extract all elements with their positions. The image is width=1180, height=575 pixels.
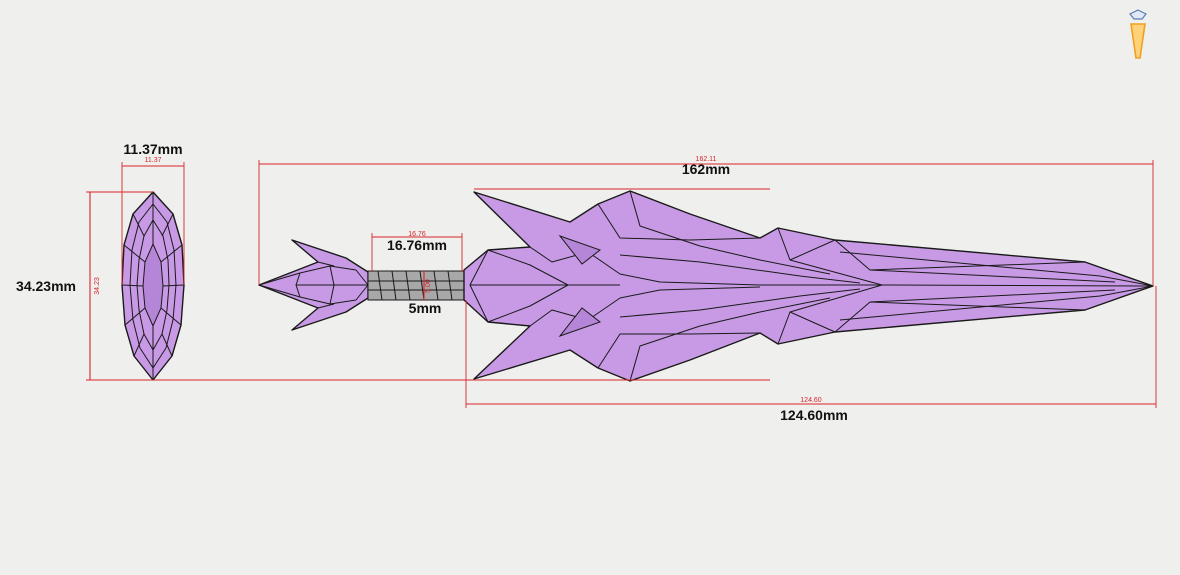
shaft-length-label: 16.76mm xyxy=(387,237,447,253)
overall-length-label: 162mm xyxy=(682,161,730,177)
blade-part xyxy=(463,190,1154,382)
gem-logo-icon xyxy=(1129,9,1147,59)
front-view-part xyxy=(121,191,185,381)
shaft-diameter-small-label: 5.00 xyxy=(425,279,432,293)
shaft-length-small-label: 16.76 xyxy=(408,231,426,238)
shaft-length-dimension: 16.76 16.76mm xyxy=(371,231,463,272)
shaft-diameter-dimension: 5.00 5mm xyxy=(409,271,442,316)
front-height-small-label: 34.23 xyxy=(94,277,101,295)
height-reference-lines xyxy=(153,188,770,381)
pommel-part xyxy=(258,239,369,331)
shaft-part xyxy=(367,270,465,301)
shaft-diameter-label: 5mm xyxy=(409,300,442,316)
front-width-small-label: 11.37 xyxy=(145,157,162,164)
front-height-dimension: 34.23 34.23mm xyxy=(16,191,153,381)
front-height-label: 34.23mm xyxy=(16,278,76,294)
blade-length-small-label: 124.60 xyxy=(800,397,822,404)
overall-length-small-label: 162.11 xyxy=(696,156,717,163)
blade-length-dimension: 124.60 124.60mm xyxy=(465,286,1157,423)
front-width-label: 11.37mm xyxy=(123,141,182,157)
overall-length-dimension: 162.11 162mm xyxy=(258,156,1154,286)
front-width-dimension: 11.37 11.37mm xyxy=(121,141,185,285)
blade-length-label: 124.60mm xyxy=(780,407,848,423)
